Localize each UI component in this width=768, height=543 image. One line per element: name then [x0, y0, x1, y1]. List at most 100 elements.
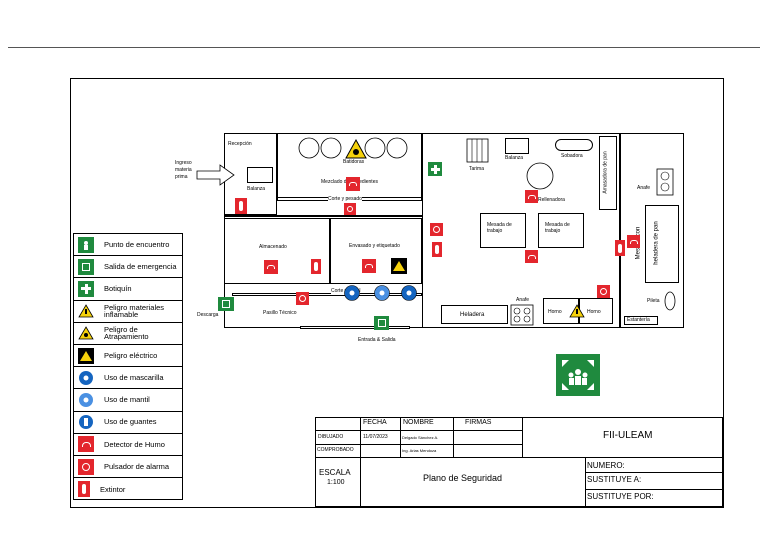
- legend-label: Detector de Humo: [104, 439, 165, 449]
- alarm-button-icon: [78, 458, 94, 475]
- room-almacenado: [224, 218, 330, 284]
- mesada-1: [480, 213, 526, 248]
- first-aid-icon: [428, 162, 442, 176]
- label-estanteria: Estantería: [627, 317, 650, 323]
- room-label-recepcion: Recepción: [228, 141, 252, 147]
- tb-comprobado-nombre: Ing. Arias Mendoza: [402, 448, 437, 453]
- flammable-warning-icon: [569, 304, 585, 318]
- mask-icon: [78, 370, 94, 386]
- entrapment-warning-icon: [345, 139, 367, 159]
- label-pasillo: Pasillo Técnico: [263, 310, 297, 316]
- rellenadora-shape: [526, 162, 554, 190]
- assembly-point-icon: [556, 354, 600, 396]
- legend-label: Salida de emergencia: [104, 262, 177, 272]
- extinguisher-icon: [235, 198, 247, 214]
- smoke-detector-icon: [525, 190, 538, 203]
- extinguisher-icon: [311, 259, 321, 274]
- legend-row: Extintor: [74, 478, 182, 500]
- label-entrada: Entrada & Salida: [358, 337, 396, 343]
- tb-escala-label: ESCALA: [319, 468, 351, 477]
- emergency-exit-icon: [218, 297, 234, 311]
- pileta-shape: [664, 291, 676, 311]
- title-block: FECHA NOMBRE FIRMAS DIBUJADO 11/07/2023 …: [315, 417, 723, 507]
- smoke-detector-icon: [627, 235, 640, 248]
- apron-icon: [78, 392, 94, 408]
- label-ingreso-2: materia: [175, 167, 192, 173]
- pasillo-bench: [232, 293, 422, 296]
- legend-row: Uso de mantil: [74, 389, 182, 412]
- label-corte: Corte y pesado: [328, 196, 362, 202]
- tb-dibujado: DIBUJADO: [318, 434, 344, 440]
- electric-warning-icon: [391, 258, 407, 274]
- assembly-point-icon: [78, 236, 94, 253]
- door-entrada: [300, 326, 410, 329]
- label-envasado: Envasado y etiquetado: [349, 243, 400, 249]
- first-aid-icon: [78, 280, 94, 297]
- smoke-detector-icon: [346, 177, 360, 191]
- tb-sustituye-por: SUSTITUYE POR:: [587, 492, 654, 501]
- smoke-detector-icon: [525, 250, 538, 263]
- ppe-signs: [344, 285, 417, 301]
- label-tarima: Tarima: [469, 166, 485, 172]
- alarm-button-icon: [430, 223, 443, 236]
- scale-balanza: [247, 167, 273, 183]
- legend-row: Peligro de Atrapamiento: [74, 323, 182, 345]
- label-balanza-2: Balanza: [505, 155, 524, 161]
- legend-label: Punto de encuentro: [104, 239, 170, 249]
- label-mesada-2b: trabajo: [545, 228, 561, 234]
- heladera-shape: [441, 305, 508, 324]
- legend-row: Botiquín: [74, 278, 182, 301]
- legend-label: Peligro materiales inflamable: [104, 302, 165, 320]
- legend-row: Pulsador de alarma: [74, 456, 182, 479]
- label-ingreso-1: Ingreso: [175, 160, 192, 166]
- label-anafe-2: Anafe: [637, 185, 651, 191]
- amasadora-shape: [599, 136, 617, 210]
- drawing-sheet: [70, 78, 724, 508]
- emergency-exit-icon: [374, 316, 389, 330]
- electric-warning-icon: [78, 347, 94, 364]
- mesada-heladera-shape: [645, 205, 679, 283]
- label-almacenado: Almacenado: [259, 244, 287, 250]
- anafe-icon: [510, 304, 534, 326]
- label-anafe: Anafe: [516, 297, 530, 303]
- legend-label: Peligro eléctrico: [104, 350, 158, 360]
- mesada-2: [538, 213, 584, 248]
- legend-label: Pulsador de alarma: [104, 461, 170, 471]
- horno-1: [543, 298, 579, 324]
- tb-plano: Plano de Seguridad: [423, 473, 503, 483]
- legend-label: Uso de mantil: [104, 395, 150, 405]
- tb-dibujado-nombre: Delgado Sánchez A.: [402, 435, 439, 440]
- label-amasadora: Amasadora de pan: [602, 151, 609, 194]
- legend-label: Extintor: [100, 484, 126, 494]
- label-descarga: Descarga: [197, 312, 219, 318]
- label-rellenadora: Rellenadora: [538, 197, 565, 203]
- tb-dibujado-fecha: 11/07/2023: [363, 434, 388, 440]
- sobadora-shape: [555, 139, 593, 151]
- legend-row: Peligro eléctrico: [74, 345, 182, 368]
- anafe-2-icon: [656, 168, 674, 196]
- mixers-icon: [298, 137, 408, 159]
- label-mesada-1b: trabajo: [487, 228, 503, 234]
- label-sobadora: Sobadora: [561, 153, 583, 159]
- alarm-button-icon: [344, 203, 356, 215]
- legend-row: Peligro materiales inflamable: [74, 301, 182, 323]
- ingreso-arrow-icon: [196, 164, 235, 186]
- legend-row: Detector de Humo: [74, 434, 182, 456]
- legend-row: Uso de mascarilla: [74, 367, 182, 390]
- alarm-button-icon: [296, 292, 309, 305]
- legend-row: Uso de guantes: [74, 412, 182, 434]
- extinguisher-icon: [432, 242, 442, 257]
- tb-comprobado: COMPROBADO: [317, 447, 354, 453]
- scale-balanza-2: [505, 138, 529, 154]
- extinguisher-icon: [615, 240, 625, 256]
- legend-label: Peligro de Atrapamiento: [104, 324, 149, 342]
- flammable-warning-icon: [78, 303, 94, 319]
- tarima-icon: [466, 138, 489, 163]
- label-horno-1: Horno: [548, 309, 562, 315]
- tb-firmas: FIRMAS: [465, 419, 492, 426]
- smoke-detector-icon: [78, 436, 94, 453]
- label-pileta: Pileta: [647, 298, 660, 304]
- smoke-detector-icon: [362, 259, 376, 273]
- label-horno-2: Horno: [587, 309, 601, 315]
